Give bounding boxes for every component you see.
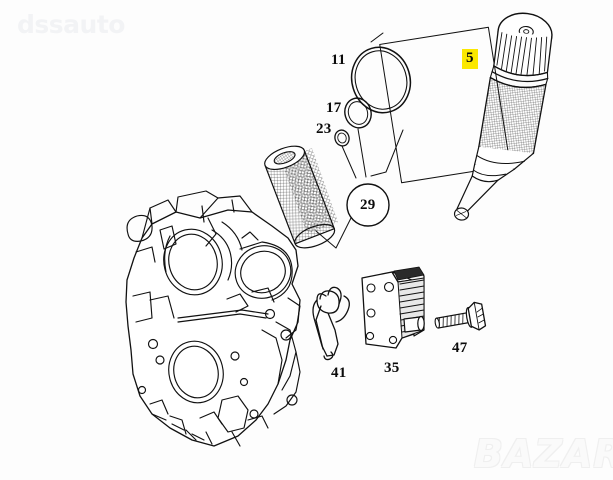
part-filter-element: [264, 145, 338, 249]
leader-line-29-element: [315, 215, 353, 249]
part-medium-o-ring: [344, 97, 372, 129]
callout-label-23[interactable]: 23: [316, 121, 332, 137]
callout-label-35[interactable]: 35: [384, 360, 400, 376]
callout-label-47[interactable]: 47: [452, 340, 468, 356]
leader-line-11-bracket: [370, 32, 384, 43]
callout-label-11[interactable]: 11: [331, 52, 346, 68]
part-small-o-ring: [334, 129, 350, 147]
callout-circle-29: [346, 183, 390, 227]
callout-label-5[interactable]: 5: [462, 49, 478, 69]
callout-label-17[interactable]: 17: [326, 100, 342, 116]
leader-line-17: [357, 128, 367, 178]
part-spring-clip: [312, 286, 350, 361]
part-large-o-ring: [350, 46, 412, 114]
part-filter-housing-cap: [453, 12, 553, 221]
leader-line-23: [341, 145, 357, 179]
callout-label-41[interactable]: 41: [331, 365, 347, 381]
part-oil-cooler: [361, 266, 425, 349]
part-engine-block: [125, 190, 301, 447]
callout-label-29[interactable]: 29: [360, 197, 376, 213]
part-hex-bolt: [434, 301, 487, 331]
leader-line-29-to-bracket: [370, 129, 404, 177]
